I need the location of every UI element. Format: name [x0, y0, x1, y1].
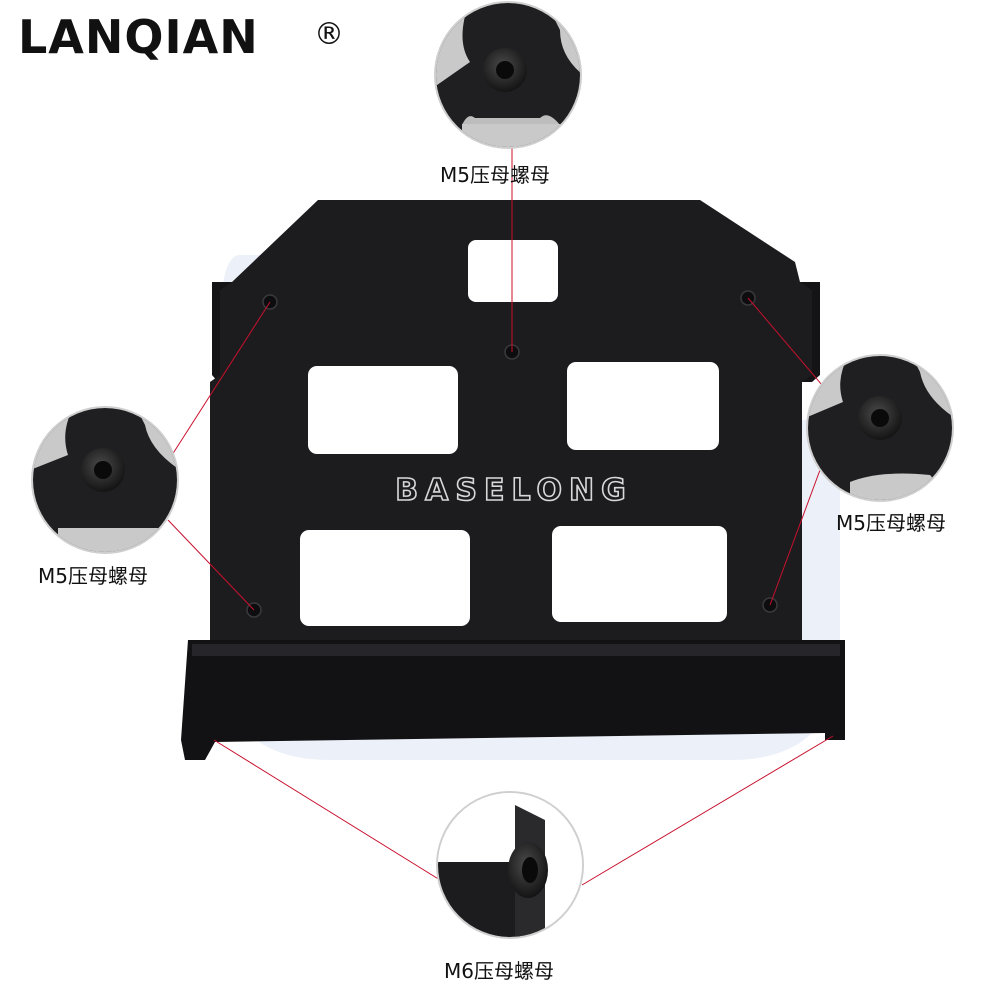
nut-holes — [246, 290, 778, 618]
zoom-circle-left — [31, 406, 179, 554]
callout-label-right: M5压母螺母 — [836, 511, 946, 535]
callout-label-left: M5压母螺母 — [38, 564, 148, 588]
callout-label-top: M5压母螺母 — [440, 163, 550, 187]
zoom-circle-top — [434, 1, 582, 149]
mounting-plate — [181, 200, 845, 760]
registered-mark: ® — [314, 17, 344, 52]
zoom-circle-bottom — [436, 791, 584, 939]
brand-logo: LANQIAN — [18, 10, 259, 64]
plate-engraving-text: BASELONG — [395, 473, 632, 508]
leader-lines — [167, 147, 834, 886]
callout-label-bottom: M6压母螺母 — [444, 959, 554, 983]
plate-cutouts — [300, 240, 727, 626]
